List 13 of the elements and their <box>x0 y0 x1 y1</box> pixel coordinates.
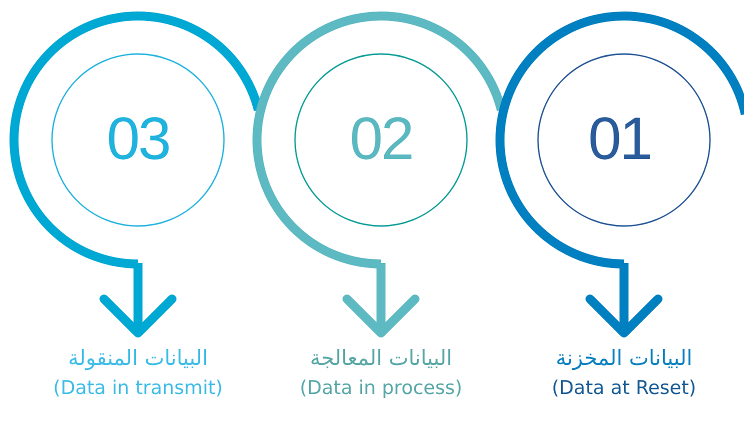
step-number: 01 <box>588 108 651 169</box>
step-subtitle: (Data at Reset) <box>552 376 696 401</box>
step-number: 02 <box>350 108 412 169</box>
step-title: البيانات المخزنة <box>556 345 692 372</box>
step-subtitle: (Data in transmit) <box>53 376 223 401</box>
step-title: البيانات المنقولة <box>68 345 208 372</box>
spiral-ring <box>495 11 744 269</box>
arrow <box>100 263 176 338</box>
step-subtitle: (Data in process) <box>300 376 462 401</box>
step-number: 03 <box>106 108 170 169</box>
arrow <box>342 263 420 338</box>
arrow <box>586 263 662 338</box>
step-title: البيانات المعالجة <box>310 345 452 372</box>
